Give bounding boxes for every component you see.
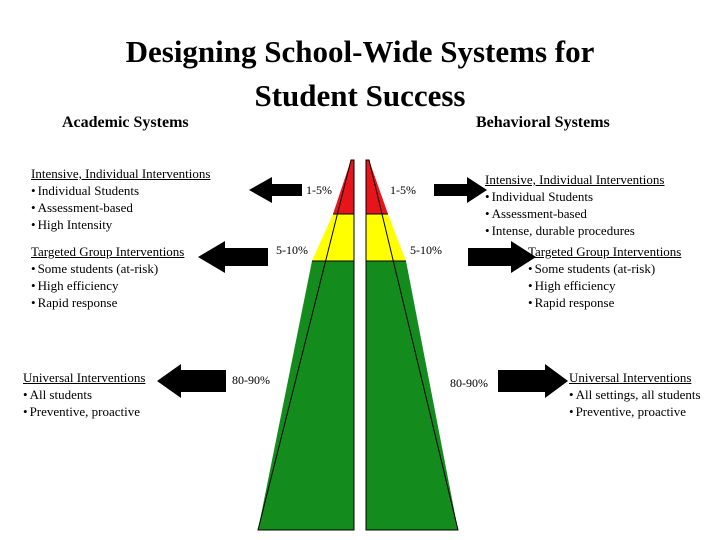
tier-item: Intense, durable procedures xyxy=(485,222,664,239)
academic-universal-block: Universal Interventions All students Pre… xyxy=(23,369,145,420)
tier-header: Intensive, Individual Interventions xyxy=(31,166,211,181)
behavioral-universal-arrow-icon xyxy=(498,364,568,398)
academic-intensive-percent: 1-5% xyxy=(306,183,332,197)
tier-item: Rapid response xyxy=(528,294,681,311)
tier-item: Individual Students xyxy=(31,182,210,199)
tier-item: Individual Students xyxy=(485,188,664,205)
tier-item: All settings, all students xyxy=(569,386,701,403)
title-line-2: Student Success xyxy=(254,78,466,113)
academic-targeted-arrow-icon xyxy=(198,241,268,273)
behavioral-intensive-percent: 1-5% xyxy=(390,183,416,197)
tier-item: Assessment-based xyxy=(485,205,664,222)
academic-targeted-block: Targeted Group Interventions Some studen… xyxy=(31,243,184,311)
tier-item: Some students (at-risk) xyxy=(528,260,681,277)
tier-item: High efficiency xyxy=(528,277,681,294)
behavioral-targeted-percent: 5-10% xyxy=(410,243,442,257)
tier-header: Targeted Group Interventions xyxy=(528,244,682,259)
behavioral-intensive-block: Intensive, Individual Interventions Indi… xyxy=(485,171,664,239)
behavioral-intensive-arrow-icon xyxy=(434,177,487,203)
academic-universal-percent: 80-90% xyxy=(232,373,270,387)
academic-universal-tier xyxy=(258,261,354,530)
behavioral-targeted-arrow-icon xyxy=(468,241,536,273)
page-title: Designing School-Wide Systems for Studen… xyxy=(0,30,720,118)
tier-header: Targeted Group Interventions xyxy=(31,244,185,259)
tier-header: Universal Interventions xyxy=(569,370,692,385)
academic-intensive-tier xyxy=(333,160,354,214)
title-line-1: Designing School-Wide Systems for xyxy=(125,34,595,69)
tier-header: Universal Interventions xyxy=(23,370,146,385)
tier-item: High efficiency xyxy=(31,277,184,294)
tier-header: Intensive, Individual Interventions xyxy=(485,172,665,187)
behavioral-targeted-block: Targeted Group Interventions Some studen… xyxy=(528,243,681,311)
behavioral-targeted-tier xyxy=(366,214,406,261)
behavioral-universal-tier xyxy=(366,261,458,530)
tier-item: All students xyxy=(23,386,145,403)
tier-item: Preventive, proactive xyxy=(569,403,701,420)
academic-heading: Academic Systems xyxy=(62,114,189,131)
behavioral-universal-percent: 80-90% xyxy=(450,376,488,390)
behavioral-universal-block: Universal Interventions All settings, al… xyxy=(569,369,701,420)
tier-item: Assessment-based xyxy=(31,199,210,216)
academic-targeted-percent: 5-10% xyxy=(276,243,308,257)
tier-item: Preventive, proactive xyxy=(23,403,145,420)
academic-universal-arrow-icon xyxy=(157,364,226,398)
tier-item: Rapid response xyxy=(31,294,184,311)
tier-item: High Intensity xyxy=(31,216,210,233)
academic-targeted-tier xyxy=(312,214,354,261)
tier-item: Some students (at-risk) xyxy=(31,260,184,277)
behavioral-intensive-tier xyxy=(366,160,388,214)
academic-intensive-block: Intensive, Individual Interventions Indi… xyxy=(31,165,210,233)
behavioral-heading: Behavioral Systems xyxy=(476,114,610,131)
academic-intensive-arrow-icon xyxy=(249,177,302,203)
